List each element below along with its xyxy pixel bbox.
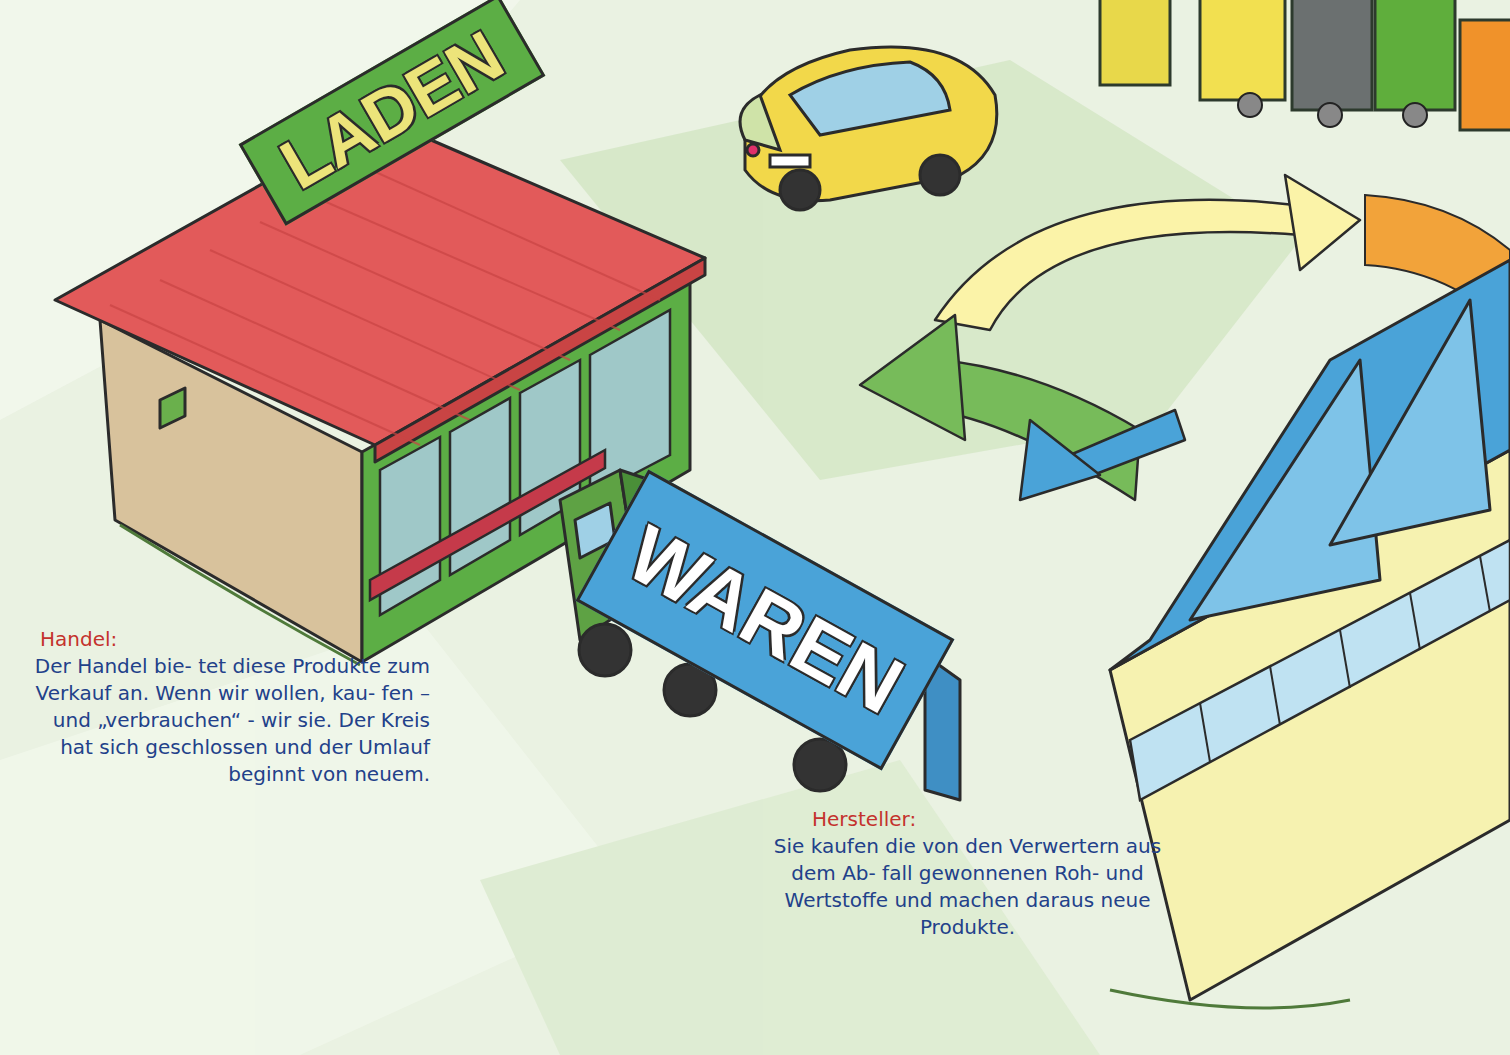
description-text: Sie kaufen die von den Verwertern aus de… bbox=[760, 833, 1175, 941]
section-heading: Handel: bbox=[40, 626, 430, 653]
section-heading: Hersteller: bbox=[812, 806, 1142, 833]
description-text: Der Handel bie- tet diese Produkte zum V… bbox=[20, 653, 430, 788]
